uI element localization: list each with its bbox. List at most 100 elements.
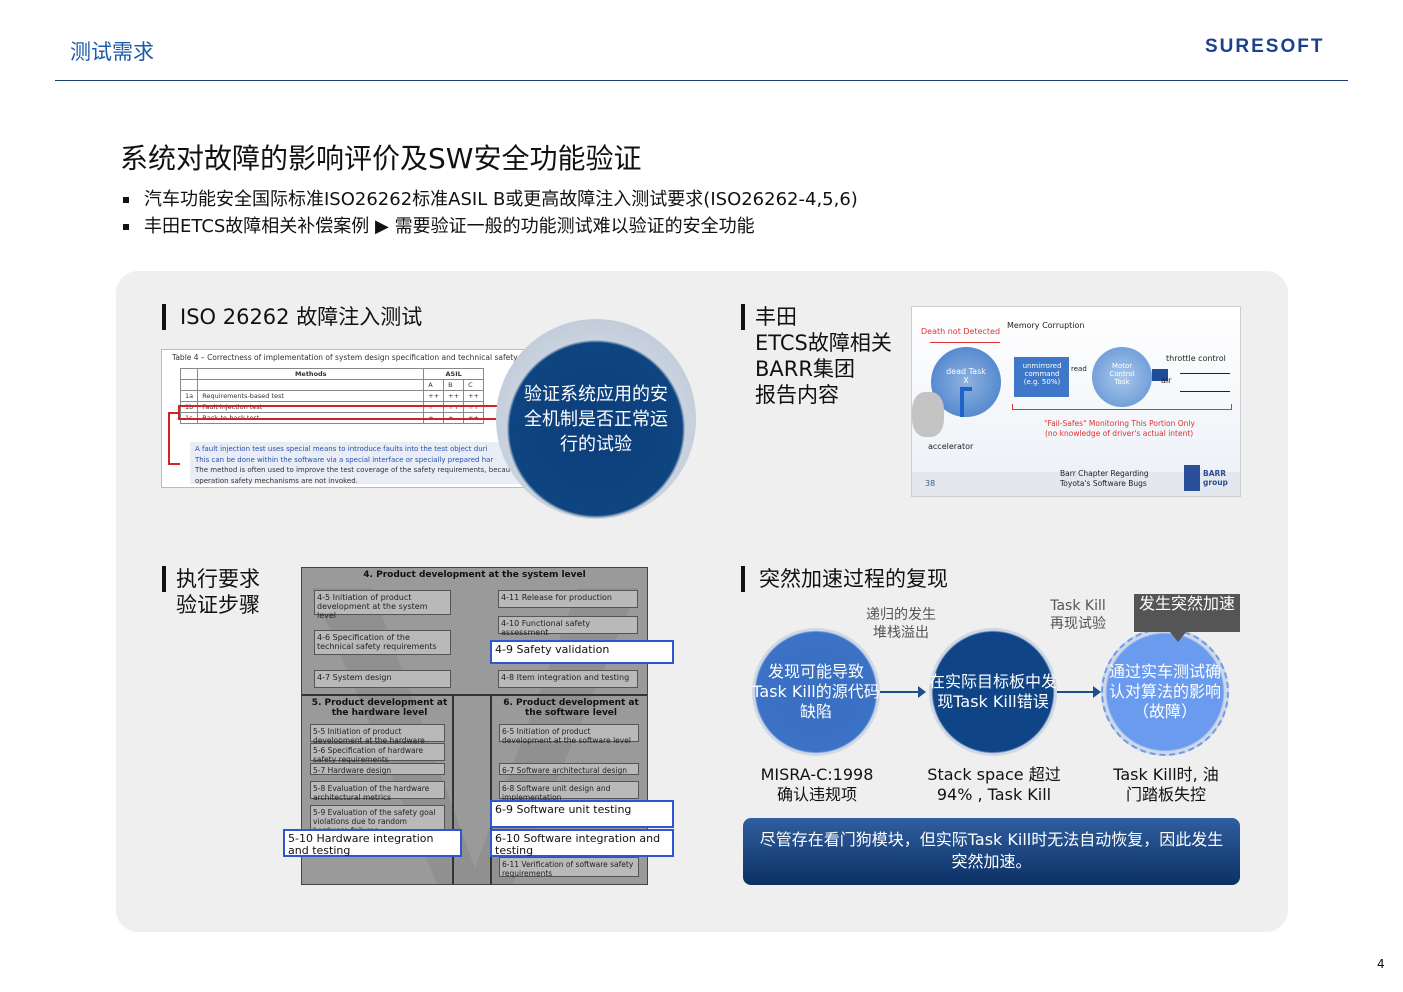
box-5-5: 5-5 Initiation of product development at… (310, 724, 445, 754)
box-4-7: 4-7 System design (314, 670, 451, 688)
iso-note-line: This can be done within the software via… (195, 455, 494, 464)
iso-cell: ++ (423, 390, 445, 402)
toyota-line: ETCS故障相关 (755, 331, 892, 355)
flow-step-2: 在实际目标板中发现Task Kill错误 (929, 628, 1057, 756)
box-4-6: 4-6 Specification of the technical safet… (314, 630, 451, 655)
memory-corruption: Memory Corruption (1007, 321, 1085, 330)
section-iso-title: ISO 26262 故障注入测试 (162, 304, 422, 330)
unmirrored-box (1014, 357, 1069, 397)
up-arrow-icon (960, 387, 972, 417)
slide-title: 系统对故障的影响评价及SW安全功能验证 (120, 142, 642, 175)
flow-note-1: 递归的发生 堆栈溢出 (866, 607, 936, 641)
section-exec-title: 执行要求 验证步骤 (176, 566, 260, 618)
system-level-header: 4. Product development at the system lev… (363, 570, 586, 580)
failsafes-label: "Fail-Safes" Monitoring This Portion Onl… (1044, 419, 1195, 428)
box-5-8: 5-8 Evaluation of the hardware architect… (310, 781, 445, 802)
flow-result-1: MISRA-C:1998 确认违规项 (760, 765, 874, 804)
toyota-line: 丰田 (755, 305, 797, 329)
iso-header-asil: ASIL (423, 368, 484, 380)
bullet-dot (123, 224, 129, 230)
bullet-dot (123, 197, 129, 203)
iso-row-id: 1a (179, 390, 199, 402)
section-repro-title: 突然加速过程的复现 (741, 566, 948, 592)
read-label: read (1071, 365, 1087, 373)
bullet-text: 汽车功能安全国际标准ISO26262标准ASIL B或更高故障注入测试要求(IS… (144, 189, 858, 210)
bullet-text: 丰田ETCS故障相关补偿案例 ▶ 需要验证一般的功能测试难以验证的安全功能 (144, 216, 755, 237)
flow-step-1: 发现可能导致Task Kill的源代码缺陷 (752, 628, 880, 756)
toyota-line: 报告内容 (755, 383, 839, 407)
toyota-line: BARR集团 (755, 357, 855, 381)
verification-circle: 验证系统应用的安全机制是否正常运行的试验 (496, 319, 696, 519)
iso-row-id: 1b (179, 401, 199, 413)
flow-step-3: 通过实车测试确认对算法的影响（故障） (1101, 628, 1229, 756)
iso-header-methods: Methods (197, 368, 425, 380)
suresoft-logo: SURESOFT (1205, 36, 1325, 57)
bullet-1: 汽车功能安全国际标准ISO26262标准ASIL B或更高故障注入测试要求(IS… (123, 185, 858, 211)
box-4-11: 4-11 Release for production (498, 590, 638, 608)
unmirrored-label: unmirrored command (e.g. 50%) (1022, 362, 1062, 386)
iso-table-image: Table 4 – Correctness of implementation … (161, 349, 536, 488)
flow-note-2: Task Kill 再现试验 (1050, 598, 1106, 632)
box-5-7: 5-7 Hardware design (310, 763, 445, 775)
arrow-icon (1152, 369, 1168, 381)
iso-row-name: Requirements-based test (197, 390, 425, 402)
flow-arrow-1 (880, 686, 926, 698)
header-title: 测试需求 (70, 40, 154, 64)
box-6-9-highlight: 6-9 Software unit testing (490, 800, 674, 828)
iso-note-line: The method is often used to improve the … (195, 466, 511, 474)
barr-logo-icon (1184, 465, 1200, 491)
barr-report-image: Death not Detected Memory Corruption dea… (911, 306, 1241, 497)
sudden-accel-callout: 发生突然加速 (1134, 594, 1240, 642)
box-4-10: 4-10 Functional safety assessment (498, 616, 638, 637)
dead-task-label: dead Task X (946, 367, 986, 385)
flow-arrow-2 (1057, 686, 1101, 698)
iso-col: B (443, 379, 465, 391)
section-toyota-title: 丰田 ETCS故障相关 BARR集团 报告内容 (755, 304, 892, 408)
box-5-10-highlight: 5-10 Hardware integration and testing (283, 829, 462, 857)
death-not-detected: Death not Detected (921, 327, 1001, 336)
box-6-7: 6-7 Software architectural design (499, 763, 639, 775)
header-divider (55, 80, 1348, 81)
motor-control-label: Motor Control Task (1109, 362, 1135, 386)
exec-line: 验证步骤 (176, 593, 260, 617)
flow-result-2: Stack space 超过 94% , Task Kill (927, 765, 1061, 804)
flow-result-3: Task Kill时, 油门踏板失控 (1113, 765, 1219, 804)
box-6-10-highlight: 6-10 Software integration and testing (490, 829, 674, 857)
no-knowledge-label: (no knowledge of driver's actual intent) (1045, 429, 1194, 438)
accelerator-label: accelerator (928, 442, 974, 451)
highlight-connector (168, 412, 180, 465)
box-5-9: 5-9 Evaluation of the safety goal violat… (310, 805, 445, 835)
box-4-9-highlight: 4-9 Safety validation (490, 640, 674, 664)
pedal-icon (912, 392, 944, 437)
fault-injection-highlight (178, 405, 533, 420)
exec-line: 执行要求 (176, 567, 260, 591)
sw-level-header: 6. Product development at the software l… (503, 698, 639, 718)
iso-cell: ++ (463, 390, 484, 402)
air-label: air (1161, 376, 1172, 385)
iso-note-line: operation safety mechanisms are not invo… (195, 476, 358, 485)
barr-brand: BARR group (1203, 469, 1228, 487)
conclusion-banner: 尽管存在看门狗模块，但实际Task Kill时无法自动恢复，因此发生突然加速。 (743, 818, 1240, 885)
table-row: 1a Requirements-based test ++ ++ ++ (179, 390, 484, 402)
page-number: 4 (1377, 957, 1385, 971)
box-6-11: 6-11 Verification of software safety req… (499, 857, 639, 878)
section-exec-bar (162, 566, 166, 592)
barr-footer: Barr Chapter Regarding Toyota's Software… (1060, 469, 1149, 488)
box-4-5: 4-5 Initiation of product development at… (314, 590, 451, 620)
iso-cell: ++ (443, 390, 465, 402)
verification-circle-text: 验证系统应用的安全机制是否正常运行的试验 (524, 383, 668, 455)
throttle-label: throttle control (1166, 354, 1226, 363)
iso-table-caption: Table 4 – Correctness of implementation … (172, 353, 528, 362)
iso-table: Methods ASIL A B C 1a Requirements-based… (179, 368, 484, 424)
iso-col: C (463, 379, 484, 391)
page-num: 38 (925, 479, 936, 488)
iso-note-line: A fault injection test uses special mean… (195, 445, 488, 453)
bullet-2: 丰田ETCS故障相关补偿案例 ▶ 需要验证一般的功能测试难以验证的安全功能 (123, 212, 755, 238)
box-5-6: 5-6 Specification of hardware safety req… (310, 743, 445, 764)
iso-note: A fault injection test uses special mean… (190, 442, 530, 485)
iso-col: A (423, 379, 445, 391)
box-4-8: 4-8 Item integration and testing (498, 670, 638, 688)
box-6-5: 6-5 Initiation of product development at… (499, 724, 639, 745)
box-6-8: 6-8 Software unit design and implementat… (499, 781, 639, 802)
motor-control-circle (1092, 347, 1152, 407)
